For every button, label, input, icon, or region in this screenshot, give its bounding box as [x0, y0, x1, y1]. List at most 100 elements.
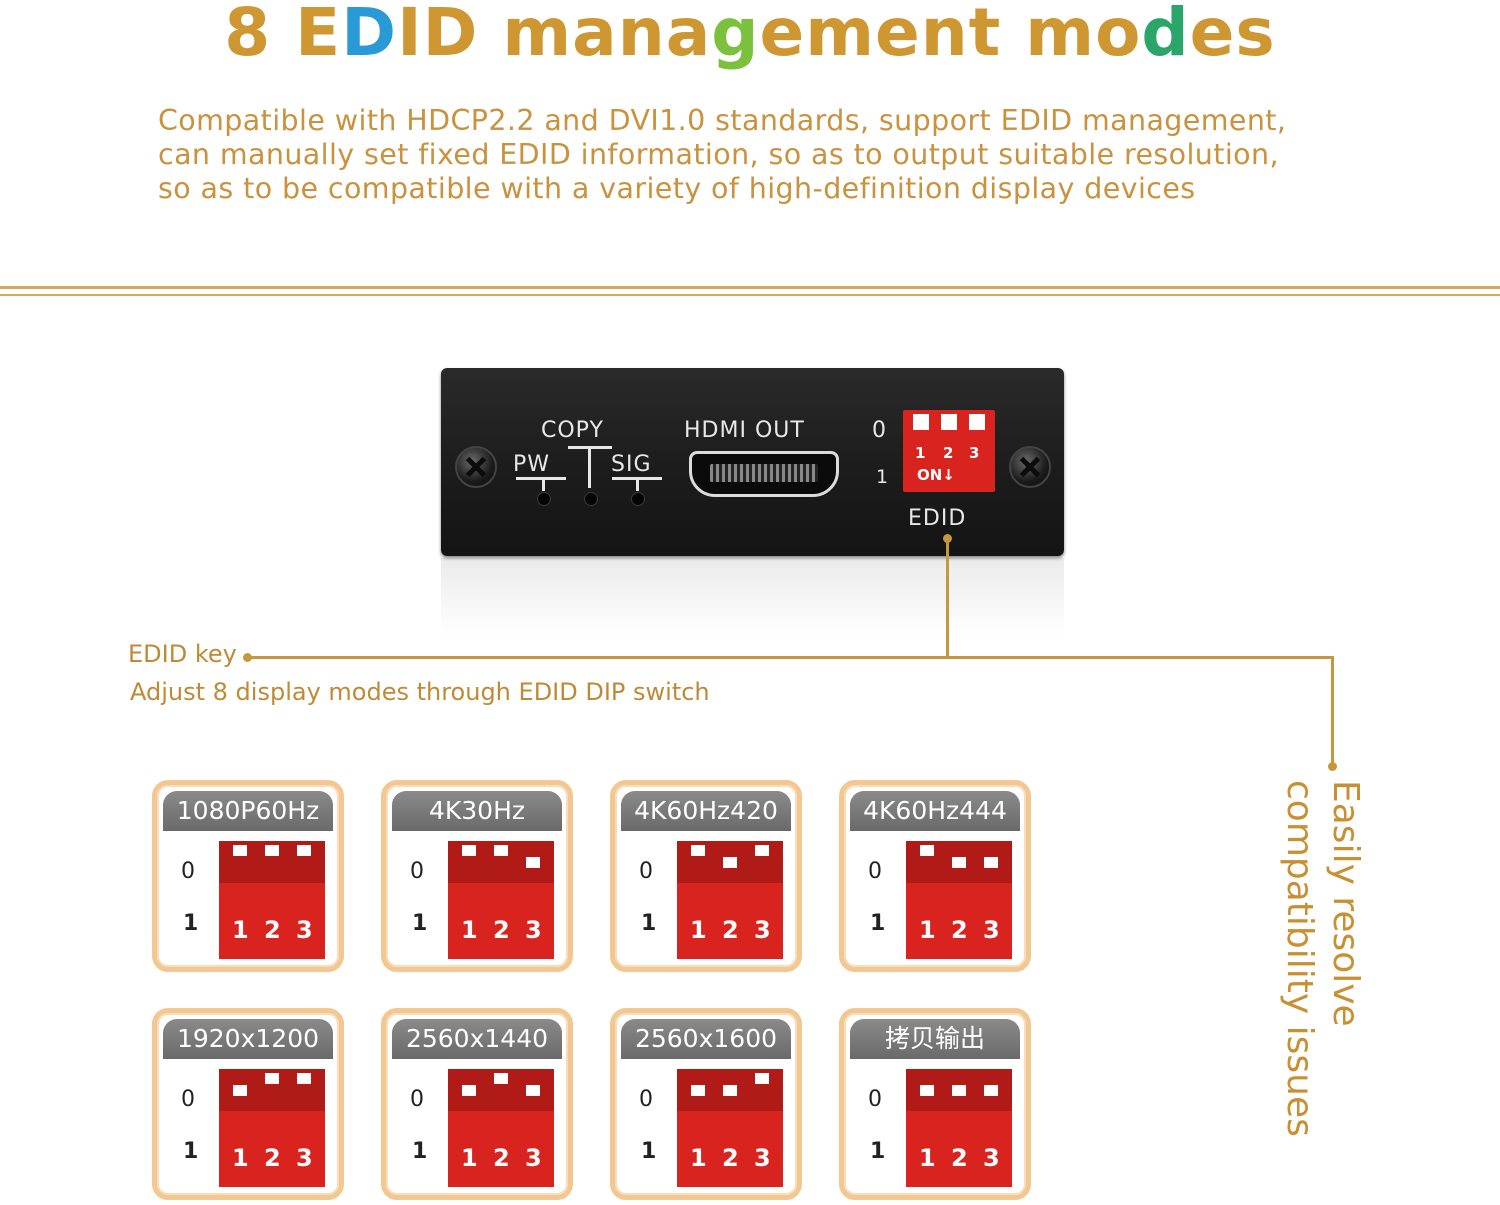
mode-label: 4K60Hz420: [621, 791, 791, 831]
description: Compatible with HDCP2.2 and DVI1.0 stand…: [158, 104, 1358, 206]
copy-button[interactable]: [584, 492, 598, 506]
side-caption-line: Easily resolve: [1325, 780, 1366, 1027]
dip-number: 3: [754, 1144, 771, 1172]
dip-number: 1: [919, 916, 936, 944]
dip-knob: [952, 1085, 966, 1096]
dip-knob: [723, 857, 737, 868]
dip-number: 3: [296, 1144, 313, 1172]
edid-key-label: EDID key: [128, 640, 237, 668]
dip-number: 1: [461, 916, 478, 944]
dip-number: 1: [690, 916, 707, 944]
dip-number: 2: [264, 916, 281, 944]
dip-number: 3: [754, 916, 771, 944]
mode-label: 2560x1600: [621, 1019, 791, 1059]
pw-label: PW: [513, 452, 551, 477]
copy-label: COPY: [541, 418, 604, 443]
dip-number: 3: [525, 916, 542, 944]
dip-knob: [755, 1073, 769, 1084]
zero-label: 0: [410, 1087, 424, 1112]
one-label: 1: [870, 911, 886, 936]
one-label: 1: [641, 911, 657, 936]
one-label: 1: [183, 1139, 199, 1164]
dip-knob: [462, 1085, 476, 1096]
dip-number: 2: [943, 444, 954, 462]
dip-knob: [691, 845, 705, 856]
dip-knob: [526, 857, 540, 868]
dip-knob: [297, 845, 311, 856]
dip-number: 1: [690, 1144, 707, 1172]
one-label: 1: [183, 911, 199, 936]
dip-on-label: ON↓: [917, 466, 955, 484]
zero-label: 0: [181, 1087, 195, 1112]
key-dot: [243, 653, 252, 662]
dip-knob: [265, 845, 279, 856]
dip-knob: [494, 845, 508, 856]
switch-one-label: 1: [876, 466, 890, 488]
indicator-line: [516, 477, 566, 480]
description-line: Compatible with HDCP2.2 and DVI1.0 stand…: [158, 104, 1287, 137]
title-part: D: [341, 0, 398, 71]
dip-number: 3: [969, 444, 980, 462]
dip-number: 3: [983, 1144, 1000, 1172]
edid-dip-switch[interactable]: 1 2 3 ON↓: [903, 410, 995, 492]
edid-connector-dot: [943, 534, 952, 543]
side-dot: [1328, 762, 1337, 771]
sig-label: SIG: [611, 452, 652, 477]
edid-key-description: Adjust 8 display modes through EDID DIP …: [130, 678, 710, 706]
zero-label: 0: [410, 859, 424, 884]
description-line: can manually set fixed EDID information,…: [158, 138, 1279, 171]
zero-label: 0: [868, 1087, 882, 1112]
dip-number: 3: [525, 1144, 542, 1172]
dip-knob: [494, 1073, 508, 1084]
zero-label: 0: [639, 1087, 653, 1112]
dip-number: 2: [951, 916, 968, 944]
indicator-line: [588, 446, 591, 488]
dip-knob[interactable]: [913, 414, 929, 430]
side-caption: Easily resolve compatibility issues: [1276, 780, 1368, 1180]
page-title: 8 EDID management modes: [0, 0, 1500, 71]
divider-line: [0, 286, 1500, 289]
dip-knob: [265, 1073, 279, 1084]
dip-knob: [920, 845, 934, 856]
side-caption-line: compatibility issues: [1279, 780, 1320, 1137]
dip-number: 2: [722, 916, 739, 944]
dip-knob: [984, 857, 998, 868]
one-label: 1: [412, 1139, 428, 1164]
one-label: 1: [412, 911, 428, 936]
connector-line: [1331, 656, 1334, 766]
one-label: 1: [641, 1139, 657, 1164]
dip-number: 1: [232, 916, 249, 944]
dip-knob: [233, 1085, 247, 1096]
title-part: 8 E: [224, 0, 342, 71]
mode-label: 1080P60Hz: [163, 791, 333, 831]
dip-number: 1: [919, 1144, 936, 1172]
dip-knob: [691, 1085, 705, 1096]
indicator-line: [636, 477, 639, 491]
description-line: so as to be compatible with a variety of…: [158, 172, 1196, 205]
dip-knob: [526, 1085, 540, 1096]
switch-zero-label: 0: [872, 418, 887, 443]
connector-line: [248, 656, 1334, 659]
hdmi-pins: [710, 464, 818, 482]
dip-knob[interactable]: [969, 414, 985, 430]
dip-knob: [297, 1073, 311, 1084]
dip-knob: [233, 845, 247, 856]
dip-number: 1: [915, 444, 926, 462]
dip-knob: [920, 1085, 934, 1096]
title-part: es: [1189, 0, 1276, 71]
dip-knob[interactable]: [941, 414, 957, 430]
dip-number: 3: [296, 916, 313, 944]
dip-number: 2: [951, 1144, 968, 1172]
